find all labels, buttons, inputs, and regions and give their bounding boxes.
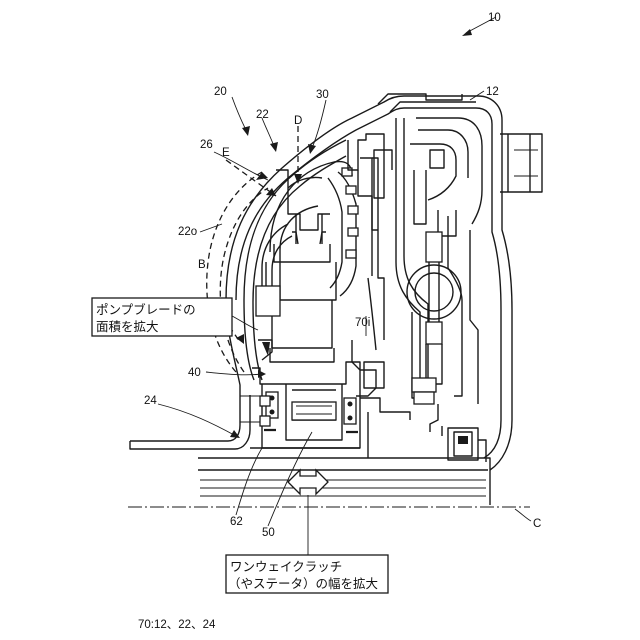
clutch-width-callout-line1: ワンウェイクラッチ [230,559,342,574]
label-10: 10 [488,12,501,24]
leader-30 [312,100,326,148]
label-70i: 70i [355,317,370,329]
one-way-clutch-50 [264,392,358,432]
label-20: 20 [214,86,227,98]
label-40: 40 [188,367,201,379]
leader-24 [158,404,236,436]
label-30: 30 [316,89,329,101]
label-b: B [198,259,206,271]
pump-blade-callout-line2: 面積を拡大 [96,319,159,334]
leader-22o [200,224,222,232]
axis-c-leader [515,509,531,521]
label-d: D [294,115,302,127]
label-50: 50 [262,527,275,539]
label-e: E [222,147,230,159]
clutch-width-callout-line2: （やステータ）の幅を拡大 [228,576,378,591]
pump-blade-callout-line1: ポンプブレードの [96,302,196,317]
label-26: 26 [200,139,213,151]
inner-wall-70i [352,158,384,396]
label-62: 62 [230,516,243,528]
leader-22 [262,118,274,146]
leader-40 [206,372,262,375]
label-22: 22 [256,109,269,121]
footnote: 70:12、22、24 [138,619,216,631]
label-c: C [533,518,541,530]
label-22o: 22o [178,226,197,238]
label-12: 12 [486,86,499,98]
label-24: 24 [144,395,157,407]
leader-20 [232,97,246,130]
width-arrow [288,470,328,494]
base-shaft [198,458,490,505]
lower-right-seal [448,428,486,462]
outer-flange-boss [500,134,542,192]
